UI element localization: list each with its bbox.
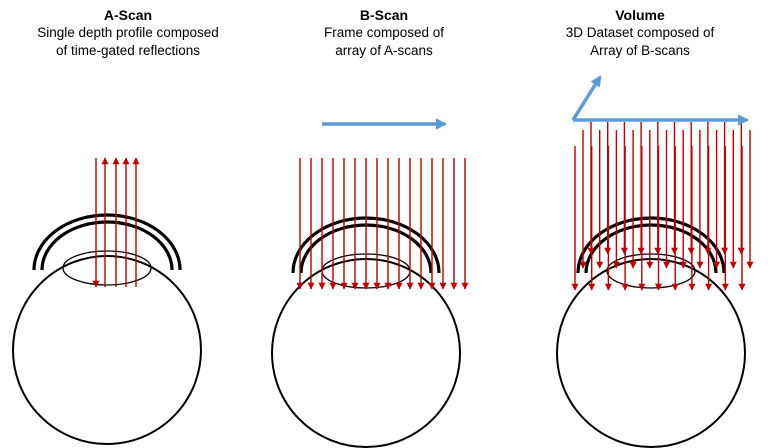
a-scan-beams bbox=[92, 157, 140, 288]
volume-y-direction-arrow bbox=[571, 75, 602, 121]
scan-direction-arrows bbox=[322, 75, 750, 130]
b-scan-caption-line1: Frame composed of bbox=[323, 25, 445, 40]
b-scan-caption-line2: array of A-scans bbox=[335, 43, 433, 58]
lens-ellipse bbox=[606, 253, 696, 289]
lens-ellipse bbox=[62, 250, 152, 286]
a-scan-eye bbox=[12, 213, 202, 445]
volume-eye bbox=[556, 216, 746, 448]
volume-caption-line2: Array of B-scans bbox=[590, 43, 690, 58]
volume-title: Volume bbox=[615, 7, 665, 23]
a-scan-caption-line2: of time-gated reflections bbox=[55, 43, 201, 58]
cornea-inner-arc bbox=[40, 220, 174, 271]
eyeball-circle bbox=[12, 255, 202, 445]
b-scan-beams bbox=[296, 158, 469, 290]
volume-caption-line1: 3D Dataset composed of bbox=[565, 25, 715, 40]
a-scan-caption-line1: Single depth profile composed bbox=[37, 25, 219, 40]
a-scan-text: A-Scan Single depth profile composed of … bbox=[0, 6, 256, 60]
b-scan-title: B-Scan bbox=[359, 7, 409, 23]
volume-beams bbox=[571, 122, 754, 291]
eyeball-circle bbox=[556, 258, 746, 448]
cornea-outer-arc bbox=[32, 213, 182, 271]
volume-text: Volume 3D Dataset composed of Array of B… bbox=[512, 6, 768, 60]
b-scan-text: B-Scan Frame composed of array of A-scan… bbox=[256, 6, 512, 60]
a-scan-title: A-Scan bbox=[103, 7, 153, 23]
